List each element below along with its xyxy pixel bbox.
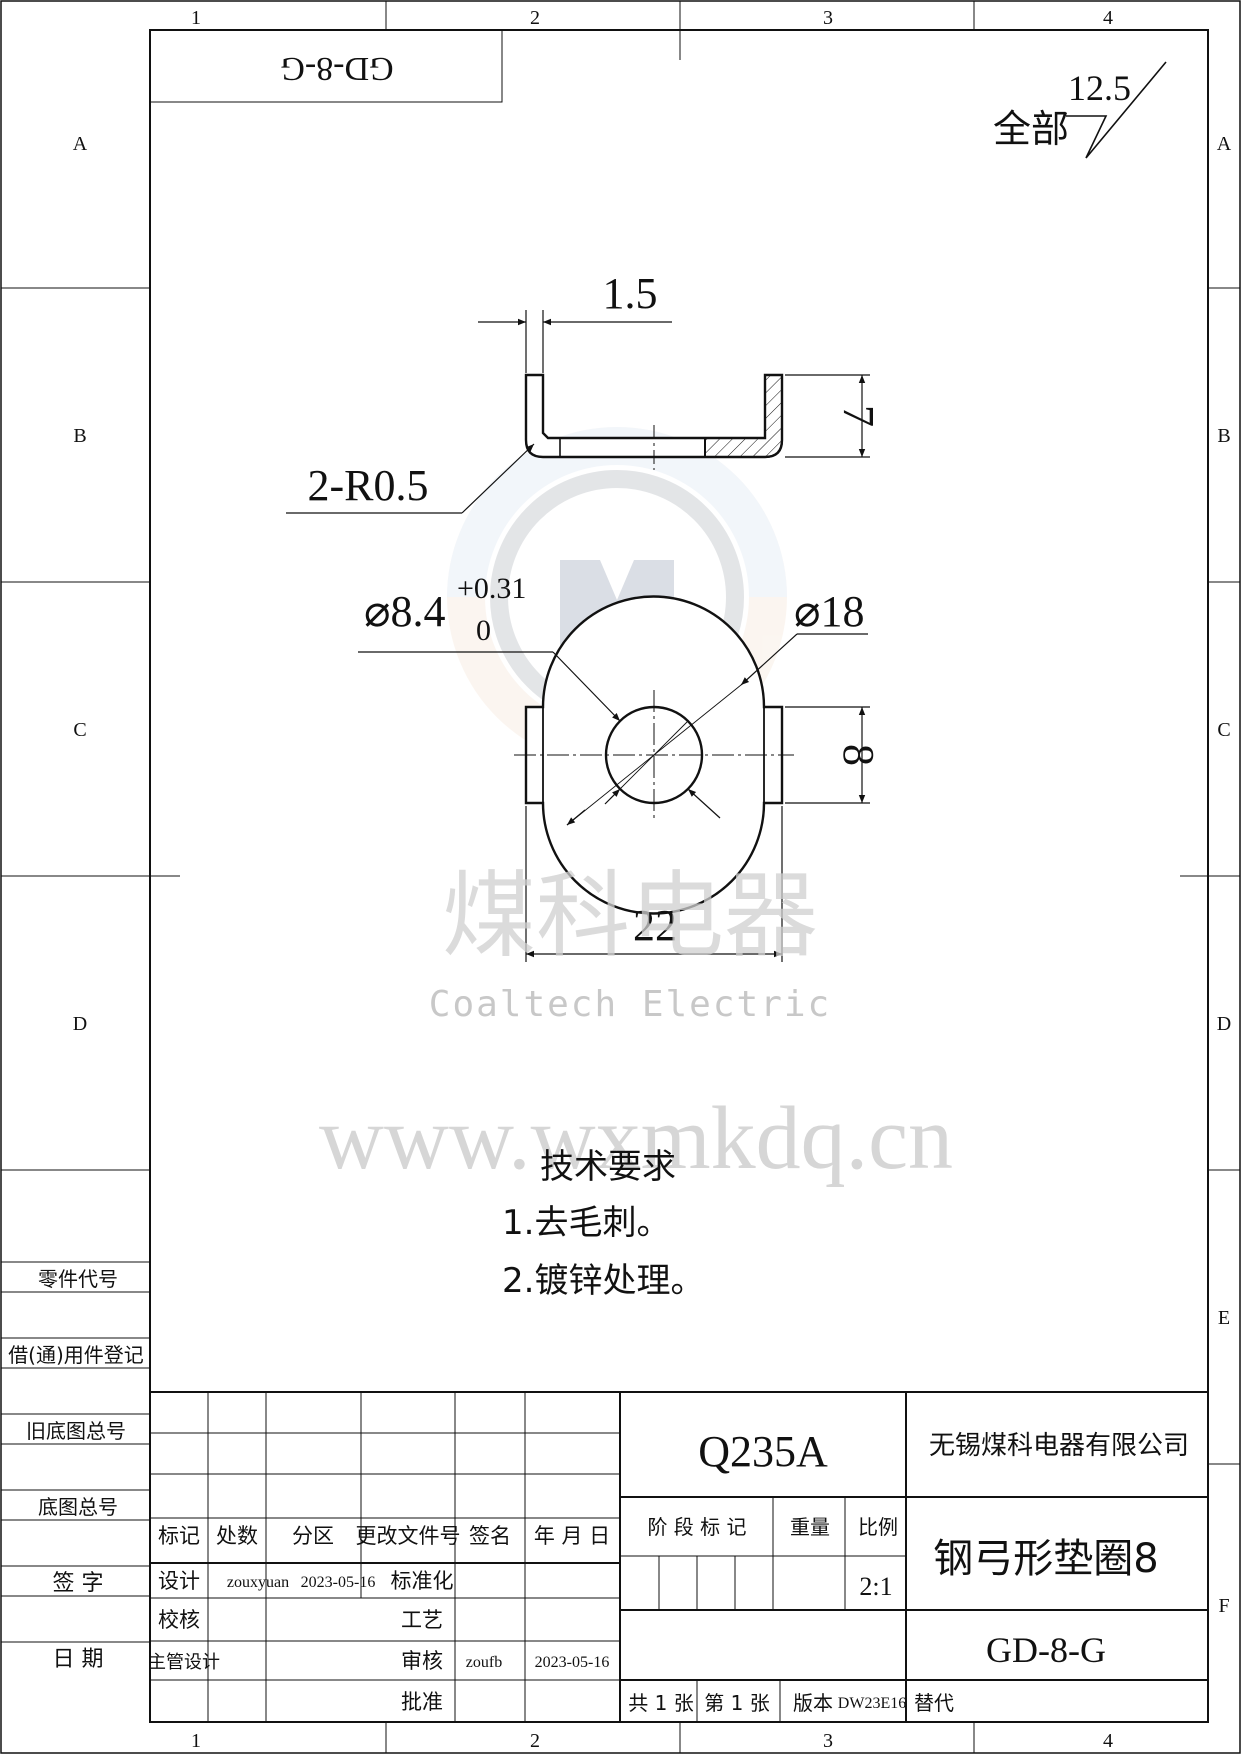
row-label: C xyxy=(1217,719,1230,741)
tb-header: 年 月 日 xyxy=(534,1524,610,1548)
row-label: D xyxy=(73,1013,87,1035)
tb-weight-label: 重量 xyxy=(790,1515,830,1539)
row-label: A xyxy=(1217,133,1232,155)
col-label: 2 xyxy=(530,7,540,29)
roughness-symbol: 全部 12.5 xyxy=(993,61,1167,159)
col-label: 4 xyxy=(1103,7,1113,29)
tb-version-label: 版本 xyxy=(793,1691,833,1715)
tb-scale-label: 比例 xyxy=(858,1515,898,1539)
row-label: A xyxy=(73,133,88,155)
title-block xyxy=(150,1391,1208,1722)
title-block-headers: 标记 处数 分区 更改文件号 签名 年 月 日 xyxy=(158,1524,610,1548)
notes-item: 2.镀锌处理。 xyxy=(502,1261,704,1301)
left-label-old-base: 旧底图总号 xyxy=(26,1419,126,1443)
notes-title: 技术要求 xyxy=(540,1147,676,1187)
col-label: 2 xyxy=(530,1730,540,1752)
dim-tab-width: 8 xyxy=(834,744,883,766)
tb-process-label: 工艺 xyxy=(401,1608,443,1632)
col-label: 3 xyxy=(823,1730,833,1752)
col-label: 4 xyxy=(1103,1730,1113,1752)
tb-header: 分区 xyxy=(292,1524,334,1548)
watermark-company-cn: 煤科电器 xyxy=(442,862,818,971)
tb-design-label: 设计 xyxy=(158,1569,200,1593)
tb-sheet-no: 第 1 张 xyxy=(704,1691,769,1715)
dim-bore: ⌀8.4 xyxy=(364,587,446,636)
col-label: 1 xyxy=(191,1730,201,1752)
notes-item: 1.去毛刺。 xyxy=(502,1203,670,1243)
side-view-dimensions xyxy=(286,310,870,514)
col-label: 1 xyxy=(191,7,201,29)
roughness-value: 12.5 xyxy=(1068,68,1131,108)
tb-reviewer: zoufb xyxy=(466,1654,502,1671)
code-box-text: GD-8-G xyxy=(280,50,393,87)
tb-standard-label: 标准化 xyxy=(391,1569,454,1593)
tb-stage-label: 阶 段 标 记 xyxy=(647,1515,746,1539)
tb-header: 标记 xyxy=(158,1524,200,1548)
tb-scale: 2:1 xyxy=(859,1572,892,1601)
frame-row-labels: A B C D A B C D E F xyxy=(73,133,1232,1617)
dim-thickness: 1.5 xyxy=(603,269,658,318)
tb-material: Q235A xyxy=(698,1427,828,1476)
tb-lead-label: 主管设计 xyxy=(148,1652,220,1673)
row-label: F xyxy=(1218,1595,1229,1617)
tb-approve-label: 批准 xyxy=(401,1690,443,1714)
side-view xyxy=(524,373,784,470)
tb-version: DW23E16 xyxy=(838,1695,906,1712)
tb-drawing-no: GD-8-G xyxy=(986,1630,1106,1670)
tb-sheets-total: 共 1 张 xyxy=(628,1691,693,1715)
tb-replace-label: 替代 xyxy=(914,1691,954,1715)
frame-column-labels: 1 2 3 4 1 2 3 4 xyxy=(191,7,1113,1752)
tb-company: 无锡煤科电器有限公司 xyxy=(929,1431,1189,1461)
dim-radius: 2-R0.5 xyxy=(308,461,429,510)
tb-design-date: 2023-05-16 xyxy=(301,1574,376,1591)
front-view-dimensions xyxy=(358,633,870,962)
tb-header: 处数 xyxy=(216,1524,258,1548)
dim-outer: ⌀18 xyxy=(794,587,865,636)
dim-bore-tol-lower: 0 xyxy=(476,614,491,647)
left-label-sign: 签 字 xyxy=(53,1571,104,1596)
dim-bore-tol-upper: +0.31 xyxy=(457,572,526,605)
left-label-base: 底图总号 xyxy=(38,1495,118,1519)
row-label: B xyxy=(73,425,86,447)
left-label-borrowed: 借(通)用件登记 xyxy=(8,1343,144,1367)
row-label: C xyxy=(73,719,86,741)
tb-header: 更改文件号 xyxy=(356,1524,461,1548)
tb-review-label: 审核 xyxy=(401,1649,443,1673)
tb-check-label: 校核 xyxy=(158,1608,200,1632)
dim-overall: 22 xyxy=(633,901,677,950)
left-label-date: 日 期 xyxy=(53,1647,104,1672)
tb-header: 签名 xyxy=(469,1524,511,1548)
col-label: 3 xyxy=(823,7,833,29)
tb-part-name: 钢弓形垫圈8 xyxy=(933,1536,1158,1582)
row-label: B xyxy=(1217,425,1230,447)
left-label-part-code: 零件代号 xyxy=(38,1267,118,1291)
roughness-label: 全部 xyxy=(993,107,1069,151)
tb-review-date: 2023-05-16 xyxy=(535,1654,610,1671)
row-label: D xyxy=(1217,1013,1231,1035)
tb-designer: zouxyuan xyxy=(227,1574,289,1591)
row-label: E xyxy=(1218,1307,1230,1329)
watermark-url: www.wxmkdq.cn xyxy=(319,1089,953,1188)
dim-height: 7 xyxy=(834,405,883,427)
watermark-company-en: Coaltech Electric xyxy=(429,984,831,1025)
